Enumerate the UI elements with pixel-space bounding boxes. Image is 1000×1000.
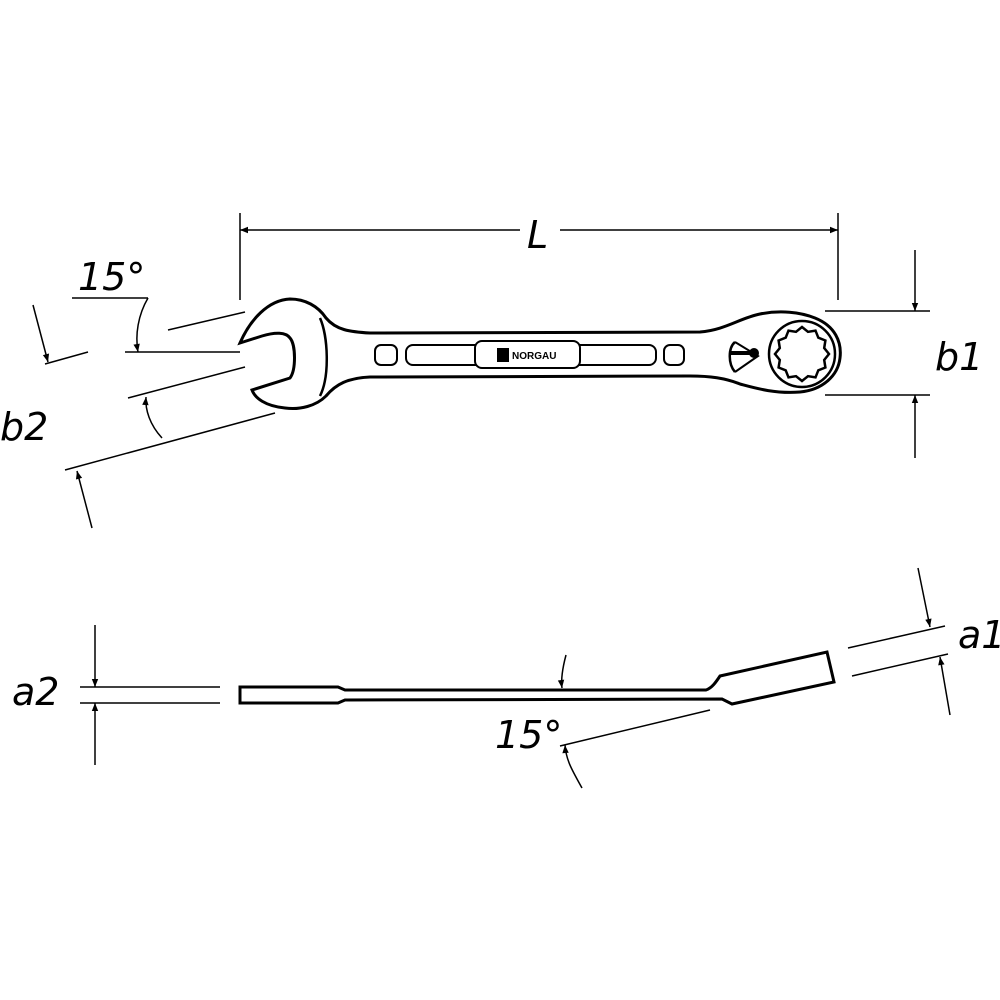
label-open-angle: 15° [78,255,145,299]
shaft-slot-right [663,344,685,366]
dimension-offset-angle: 15° [495,654,711,789]
side-outline [238,650,836,706]
wrench-top-view: NORGAU [237,297,842,410]
wrench-side-view [238,650,836,706]
dimension-a2: a2 [12,625,220,765]
brand-logo-square [497,348,509,362]
label-a1: a1 [958,613,1000,657]
wrench-outline [237,297,842,410]
label-b1: b1 [935,335,983,379]
label-L: L [527,213,548,257]
label-b2: b2 [0,405,48,449]
dimension-a1: a1 [847,567,1000,716]
dimension-b2: b2 [0,304,276,529]
head-edge [318,317,328,397]
dimension-L: L [239,213,839,300]
ratchet-arc [728,341,737,373]
label-a2: a2 [12,670,59,714]
brand-text: NORGAU [512,351,556,362]
ring-outer [767,319,837,389]
switch-knob [749,348,759,358]
dimension-b1: b1 [825,250,983,458]
dimension-open-angle: 15° [72,255,246,439]
label-offset-angle: 15° [495,713,562,757]
shaft-slot-left [374,344,398,366]
ring-12-point [773,325,831,383]
